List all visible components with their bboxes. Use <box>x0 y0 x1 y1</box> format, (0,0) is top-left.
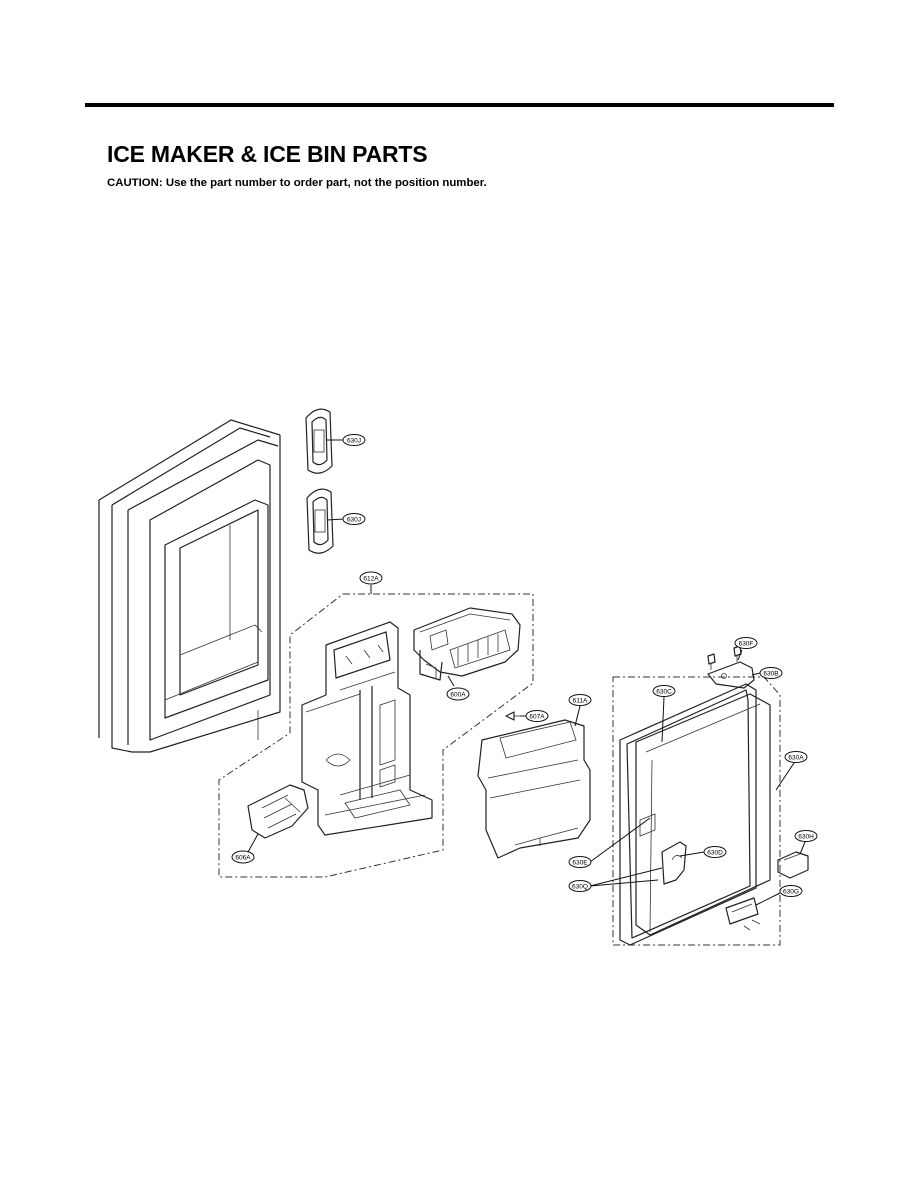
callout-630d-label: 630D <box>707 849 723 856</box>
callout-630c: 630C <box>652 685 676 697</box>
callout-630j-bottom: 630J <box>342 513 366 525</box>
callout-600a: 600A <box>446 687 470 701</box>
screw-607a-drawing <box>505 711 520 721</box>
callout-607a: 607A <box>525 710 549 722</box>
refrigerator-door-drawing <box>98 419 281 753</box>
ice-bin-door-drawing <box>619 683 771 946</box>
header-rule <box>85 103 834 107</box>
callout-630h: 630H <box>794 830 818 842</box>
callout-630h-label: 630H <box>798 833 814 840</box>
callout-611a-label: 611A <box>573 697 588 704</box>
callout-630g: 630G <box>779 885 803 897</box>
callout-630j-top-label: 630J <box>347 437 361 444</box>
part-606a-drawing <box>247 784 309 839</box>
callout-612a-label: 612A <box>363 575 379 582</box>
assembly-612a-outline <box>218 593 534 878</box>
hinge-630b-drawing <box>707 645 755 689</box>
callout-630q-label: 630Q <box>572 883 588 890</box>
callout-630g-label: 630G <box>783 888 799 895</box>
callout-630e: 630E <box>568 856 592 868</box>
callout-612a: 612A <box>359 571 383 585</box>
caution-note: CAUTION: Use the part number to order pa… <box>107 177 487 189</box>
callout-611a: 611A <box>568 694 592 706</box>
spacer-part-top <box>305 408 333 474</box>
ice-maker-assembly-drawing <box>413 607 521 681</box>
callout-630e-label: 630E <box>572 859 588 866</box>
page-title: ICE MAKER & ICE BIN PARTS <box>107 141 428 167</box>
ice-bin-drawing <box>477 719 591 859</box>
callout-630d: 630D <box>703 846 727 858</box>
hinge-630g-drawing <box>725 897 761 931</box>
callout-606a-label: 606A <box>235 854 251 861</box>
callout-607a-label: 607A <box>529 713 545 720</box>
callout-630a-label: 630A <box>788 754 804 761</box>
hinge-630h-drawing <box>777 851 809 879</box>
callout-630j-bottom-label: 630J <box>347 516 361 523</box>
callout-630b-label: 630B <box>763 670 778 677</box>
callout-630f: 630F <box>734 637 758 649</box>
callout-630j-top: 630J <box>342 434 366 446</box>
callout-600a-label: 600A <box>450 691 466 698</box>
callout-630a: 630A <box>784 751 808 763</box>
spacer-part-bottom <box>306 488 334 554</box>
callout-630q: 630Q <box>568 880 592 892</box>
callout-630c-label: 630C <box>656 688 672 695</box>
callout-630b: 630B <box>759 667 783 679</box>
callout-630f-label: 630F <box>739 640 754 647</box>
ice-maker-bracket-drawing <box>301 621 433 836</box>
assembly-630a-outline <box>612 676 781 946</box>
callout-606a: 606A <box>231 850 255 864</box>
